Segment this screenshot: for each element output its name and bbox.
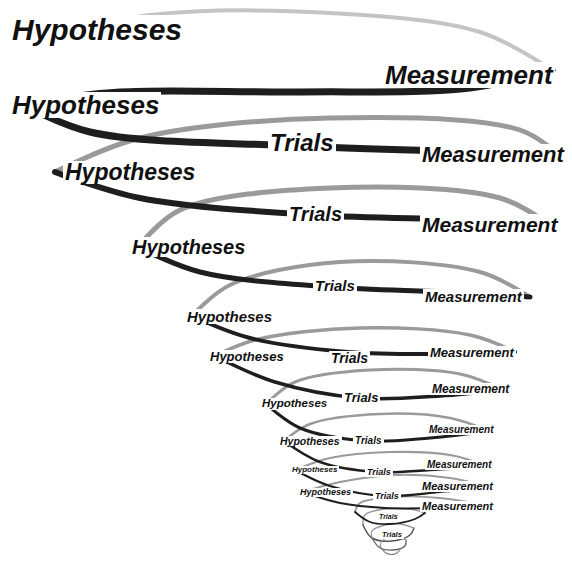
stage-label: Trials (380, 531, 404, 539)
stage-label: Hypotheses (185, 309, 274, 324)
stage-label: Measurement (420, 144, 566, 166)
spiral-band (380, 546, 400, 554)
stage-label: Trials (377, 513, 400, 520)
stage-label: Trials (342, 391, 380, 404)
stage-label: Trials (353, 436, 384, 446)
stage-label: Hypotheses (260, 398, 329, 410)
spiral-band (371, 524, 414, 538)
stage-label: Trials (268, 131, 336, 155)
stage-label: Trials (373, 492, 401, 501)
stage-label: Trials (365, 468, 393, 477)
spiral-band (372, 538, 406, 550)
stage-label: Hypotheses (278, 436, 342, 447)
stage-label: Measurement (383, 62, 555, 88)
spiral-band (363, 525, 414, 541)
stage-label: Trials (329, 351, 370, 365)
spiral-band (355, 512, 425, 524)
stage-label: Measurement (420, 501, 495, 512)
stage-label: Hypotheses (10, 92, 161, 118)
stage-label: Hypotheses (63, 161, 197, 184)
stage-label: Hypotheses (130, 237, 247, 257)
stage-label: Measurement (425, 460, 493, 470)
stage-label: Hypotheses (10, 15, 184, 45)
stage-label: Hypotheses (290, 466, 339, 474)
stage-label: Trials (287, 204, 344, 224)
stage-label: Trials (313, 278, 357, 293)
stage-label: Measurement (420, 214, 559, 235)
stage-label: Measurement (427, 425, 495, 435)
stage-label: Measurement (423, 289, 524, 304)
stage-label: Measurement (420, 481, 495, 492)
stage-label: Hypotheses (298, 488, 353, 497)
stage-label: Hypotheses (208, 350, 286, 363)
stage-label: Measurement (430, 383, 511, 395)
stage-label: Measurement (428, 346, 516, 359)
